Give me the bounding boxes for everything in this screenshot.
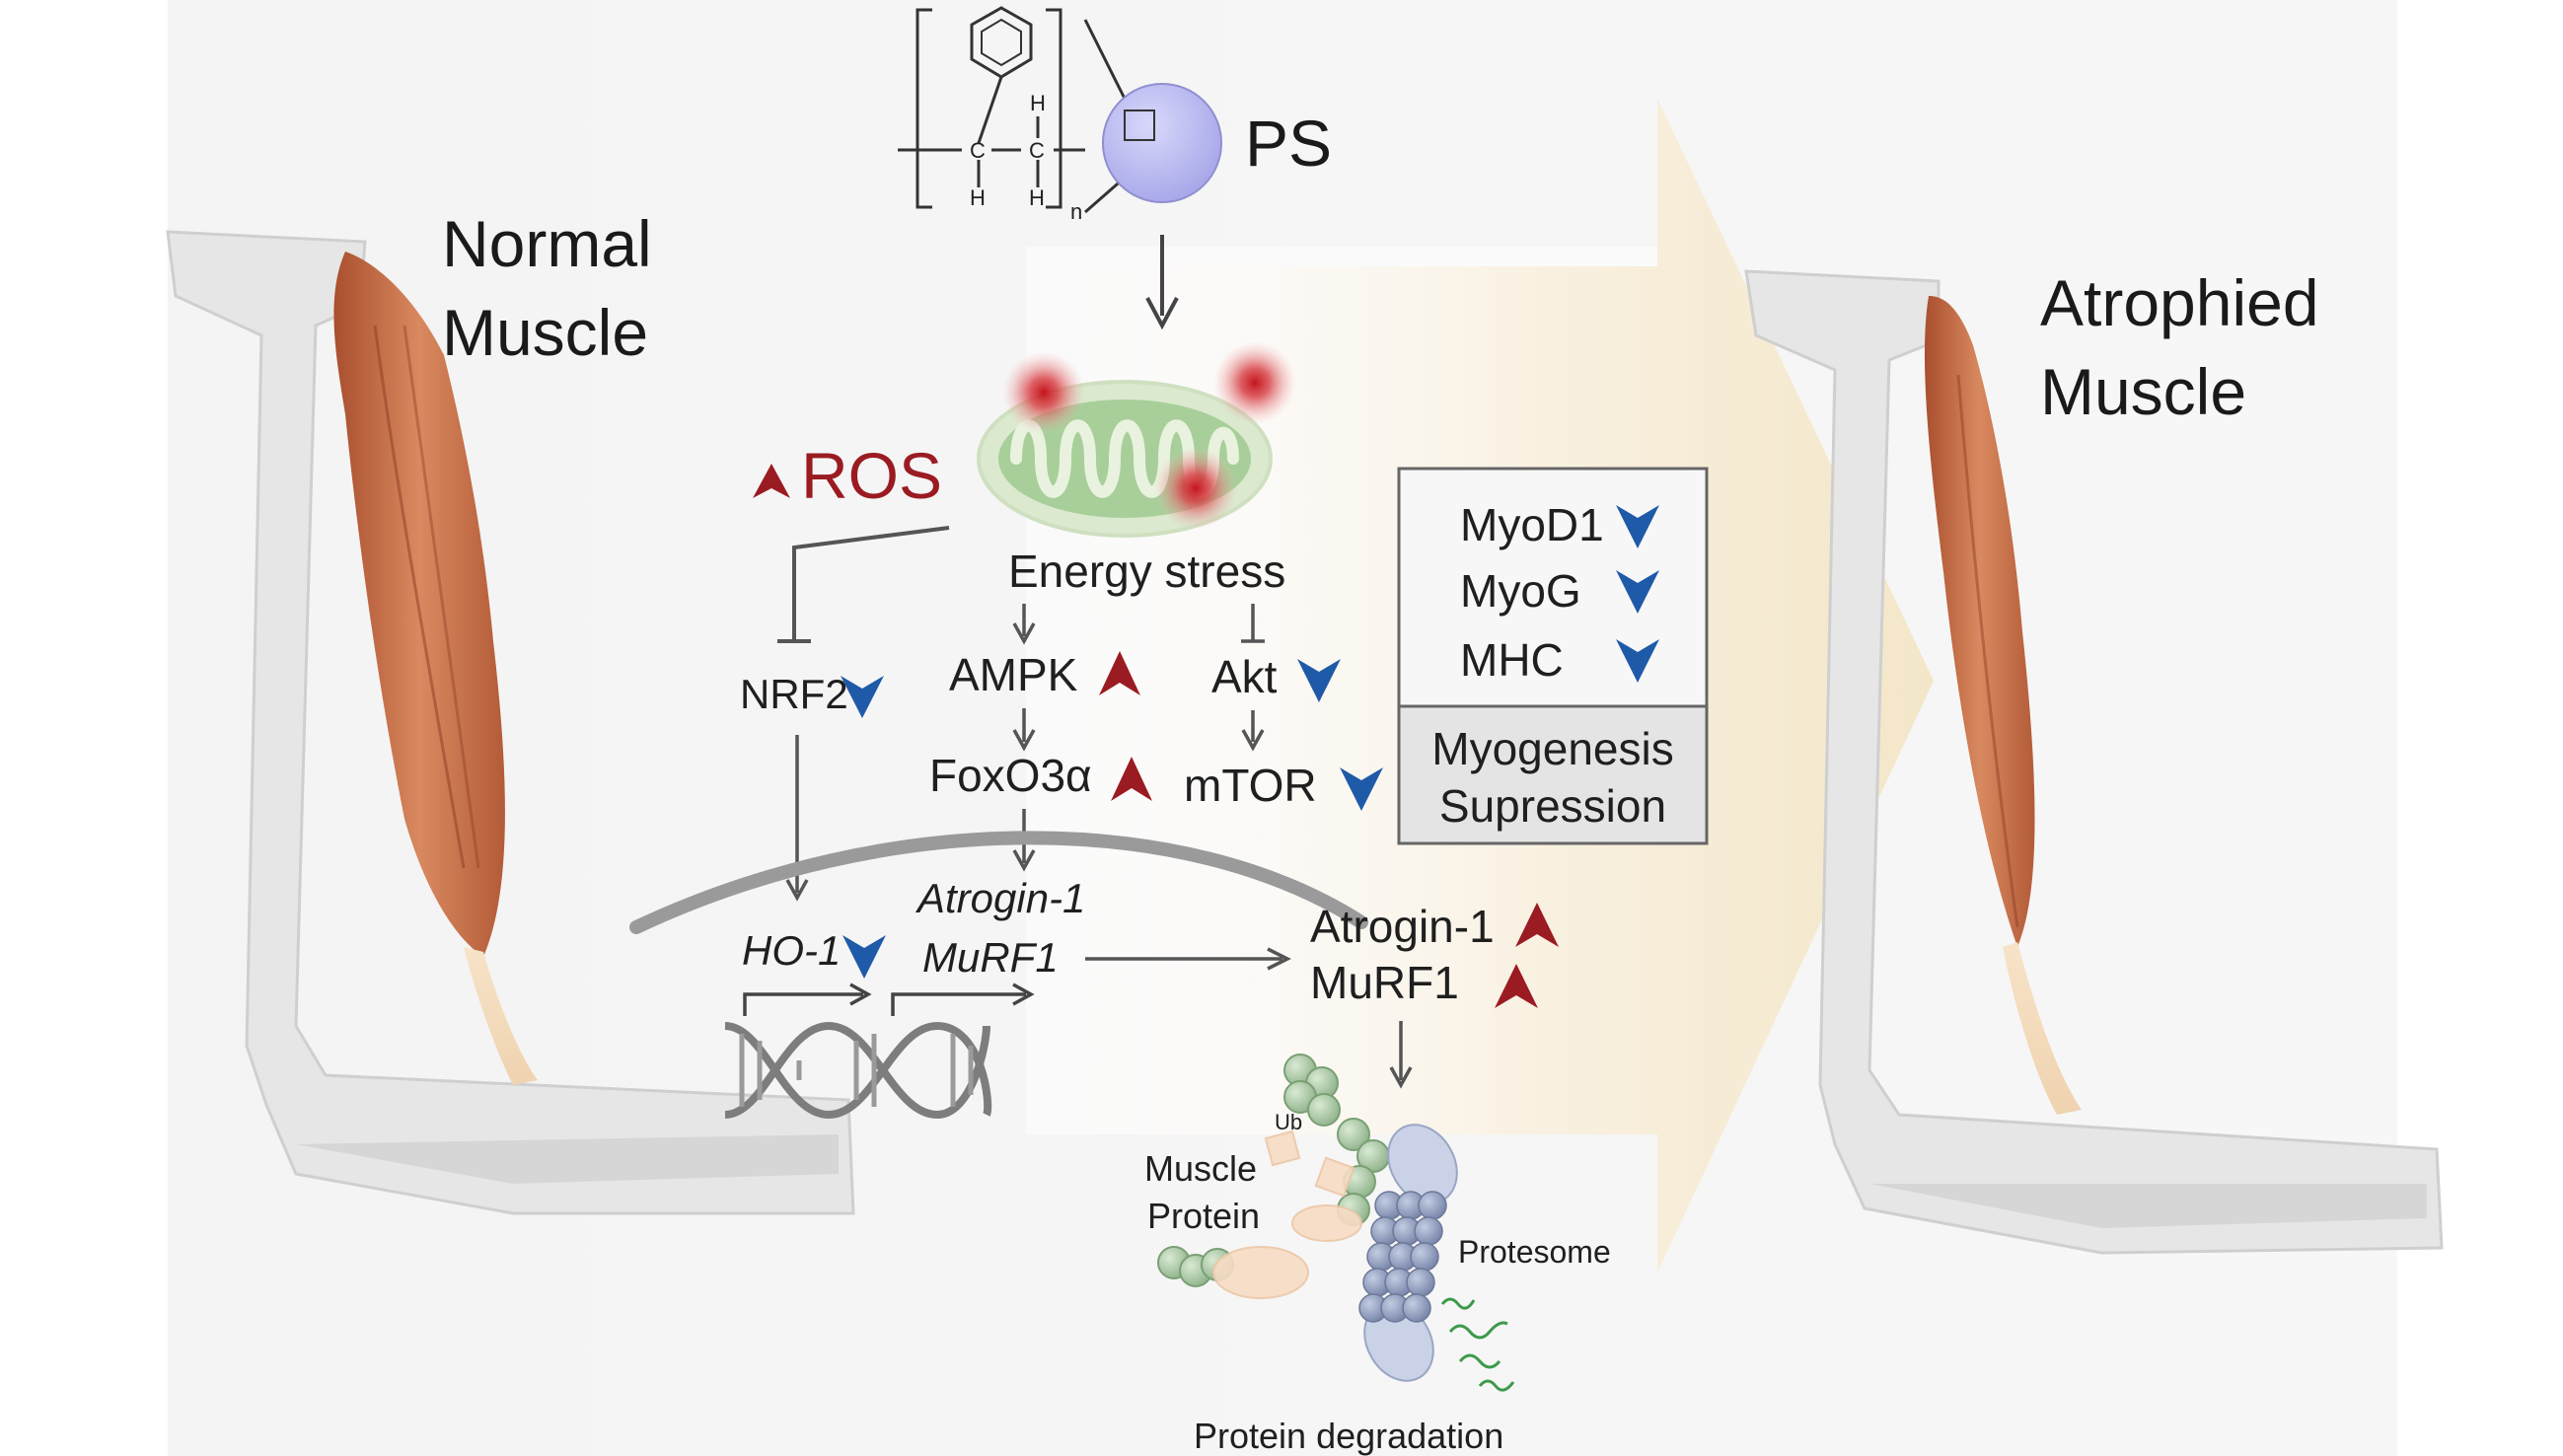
ros-up-arrowhead-icon: [753, 464, 790, 498]
atrophied-biceps: [1924, 296, 2035, 947]
ampk-up-arrowhead-icon: [1099, 651, 1140, 695]
ps-label: PS: [1245, 107, 1332, 180]
myod1-label: MyoD1: [1460, 499, 1604, 550]
polystyrene-sphere-icon: [1102, 83, 1222, 203]
akt-to-mtor-arrow: [1241, 710, 1265, 752]
dna-helix-icon: [724, 1021, 992, 1120]
muscle-protein-line2: Protein: [1147, 1196, 1260, 1236]
proteasome-icon: [1358, 1124, 1458, 1382]
energy-stress-label: Energy stress: [1008, 546, 1285, 597]
atrophied-arm-illustration: [1744, 269, 2444, 1255]
chem-carbon-2: C: [1029, 138, 1045, 163]
nrf2-down-arrowhead-icon: [841, 676, 884, 718]
energy-inhibits-akt-line: [1241, 604, 1265, 643]
normal-muscle-title-line1: Normal: [442, 207, 652, 280]
mhc-label: MHC: [1460, 634, 1564, 686]
atrophied-muscle-title-line1: Atrophied: [2040, 266, 2319, 339]
protein-degradation-label: Protein degradation: [1194, 1416, 1503, 1456]
chem-hydrogen-bottom-1: H: [970, 185, 986, 210]
akt-down-arrowhead-icon: [1297, 659, 1341, 702]
myogenesis-panel: [1397, 467, 1709, 845]
myod1-down-arrowhead-icon: [1616, 505, 1659, 548]
myog-label: MyoG: [1460, 565, 1581, 617]
normal-arm-illustration: [166, 230, 855, 1215]
muscle-protein-line1: Muscle: [1144, 1148, 1257, 1189]
chem-hydrogen-bottom-2: H: [1029, 185, 1045, 210]
akt-label: Akt: [1211, 651, 1278, 702]
murf1-gene-label: MuRF1: [922, 934, 1059, 981]
atrogin-gene-label: Atrogin-1: [915, 875, 1085, 921]
protesome-label: Protesome: [1458, 1234, 1611, 1270]
ampk-label: AMPK: [949, 649, 1078, 700]
ub-label: Ub: [1275, 1110, 1302, 1134]
foxo3a-label: FoxO3α: [929, 750, 1092, 801]
normal-muscle-title-line2: Muscle: [442, 296, 648, 369]
nuclear-envelope: [629, 831, 1368, 934]
foxo3a-up-arrowhead-icon: [1111, 757, 1152, 801]
myogenesis-line2: Supression: [1439, 780, 1666, 832]
murf1-up-arrowhead-icon: [1495, 964, 1538, 1008]
chem-carbon-1: C: [970, 138, 986, 163]
chem-hydrogen-top: H: [1030, 91, 1046, 115]
muscle-protein-shapes: [1212, 1129, 1362, 1299]
ps-to-mitochondria-arrow: [1145, 235, 1179, 330]
polystyrene-structure: [898, 6, 1127, 214]
chem-subscript-n: n: [1070, 199, 1082, 224]
atrogin-up-arrowhead-icon: [1515, 903, 1559, 947]
myogenesis-line1: Myogenesis: [1431, 723, 1673, 774]
ho1-down-arrowhead-icon: [842, 935, 886, 979]
ho1-gene-label: HO-1: [742, 927, 841, 974]
promoter-arrows: [743, 983, 1035, 1016]
myog-down-arrowhead-icon: [1616, 570, 1659, 614]
atrophied-muscle-title-line2: Muscle: [2040, 355, 2246, 428]
ampk-to-foxo3a-arrow: [1012, 708, 1036, 752]
mtor-label: mTOR: [1184, 760, 1317, 811]
ros-inhibits-nrf2-line: [777, 526, 950, 643]
mitochondria-icon: [977, 341, 1296, 538]
murf1-protein-label: MuRF1: [1310, 957, 1459, 1008]
mhc-down-arrowhead-icon: [1616, 639, 1659, 683]
gene-to-protein-arrow: [1085, 947, 1291, 971]
atrogin-protein-label: Atrogin-1: [1310, 901, 1495, 952]
nrf2-label: NRF2: [740, 671, 848, 717]
ros-label: ROS: [801, 439, 942, 512]
mtor-down-arrowhead-icon: [1340, 767, 1383, 811]
ligase-to-degradation-arrow: [1389, 1021, 1413, 1089]
peptide-fragments-icon: [1440, 1297, 1515, 1392]
energy-to-ampk-arrow: [1012, 604, 1036, 645]
